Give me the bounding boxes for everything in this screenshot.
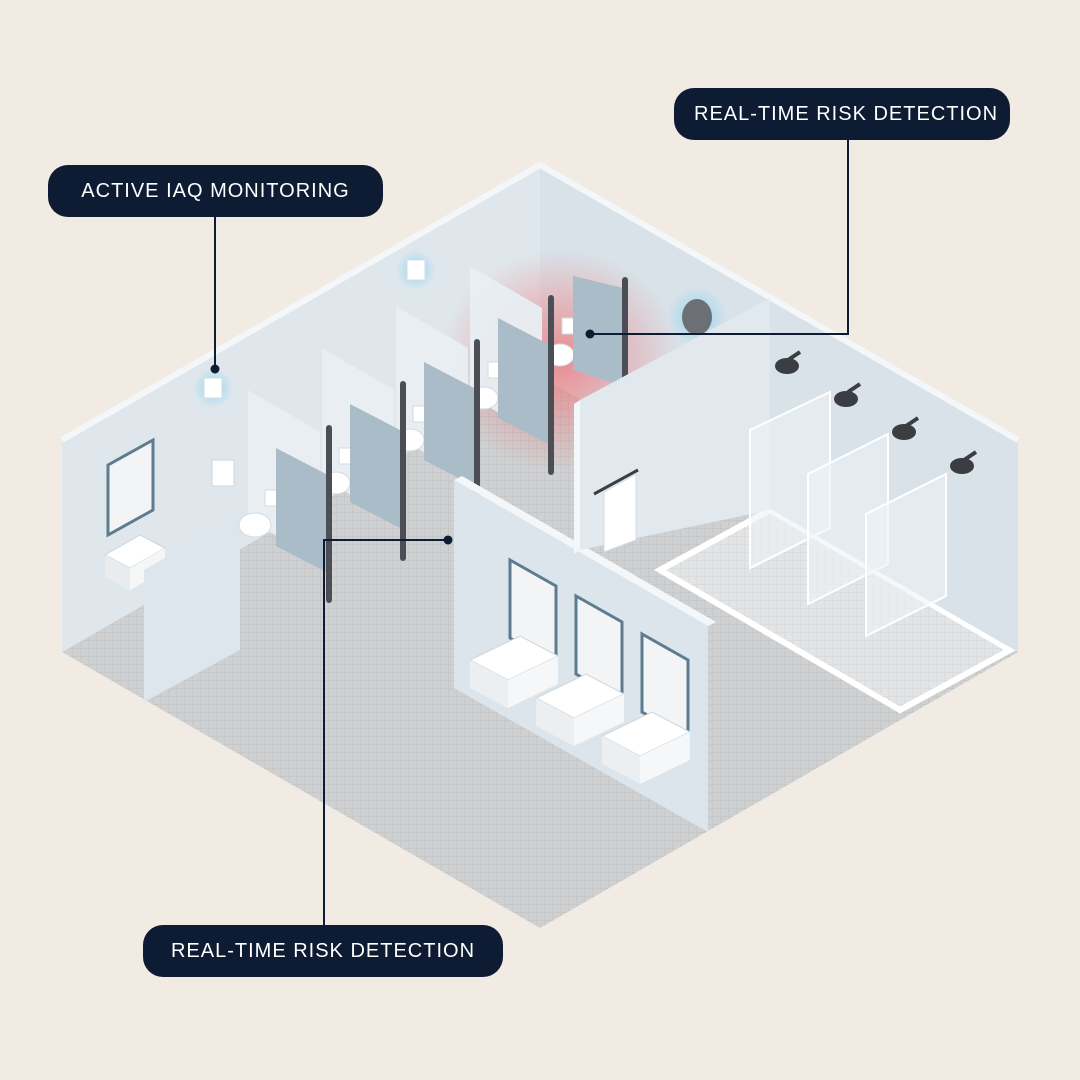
- wall-top-edge: [60, 161, 1020, 443]
- iaq-sensor-icon: [193, 368, 233, 408]
- mirror-icon: [106, 437, 155, 538]
- callout-real-time-risk-detection-top: REAL-TIME RISK DETECTION: [674, 88, 1010, 140]
- iaq-sensor-icon: [396, 250, 436, 290]
- shower-head-icon: [775, 350, 802, 374]
- shower-head-icon: [950, 450, 978, 474]
- shower-glass-panels: [749, 390, 947, 638]
- flush-plate: [211, 459, 235, 487]
- shower-head-icon: [834, 382, 862, 407]
- shower-floor: [653, 506, 1017, 714]
- callout-active-iaq-monitoring: ACTIVE IAQ MONITORING: [48, 165, 383, 217]
- shower-head-icon: [892, 416, 920, 440]
- leader-dot: [210, 364, 220, 374]
- sink-icon: [600, 711, 692, 784]
- leader-dot: [443, 535, 453, 545]
- vanity-wall-edge: [454, 476, 716, 626]
- toilet-icon: [238, 489, 278, 538]
- stall-doors: [276, 276, 623, 572]
- callout-real-time-risk-detection-bottom: REAL-TIME RISK DETECTION: [143, 925, 503, 977]
- leader-dot: [585, 329, 595, 339]
- leader-lines: [214, 140, 849, 925]
- sink-icon: [468, 635, 560, 708]
- sink-icon: [534, 673, 626, 746]
- towel-bar-icon: [593, 468, 639, 553]
- shower-divider-edge: [574, 400, 580, 554]
